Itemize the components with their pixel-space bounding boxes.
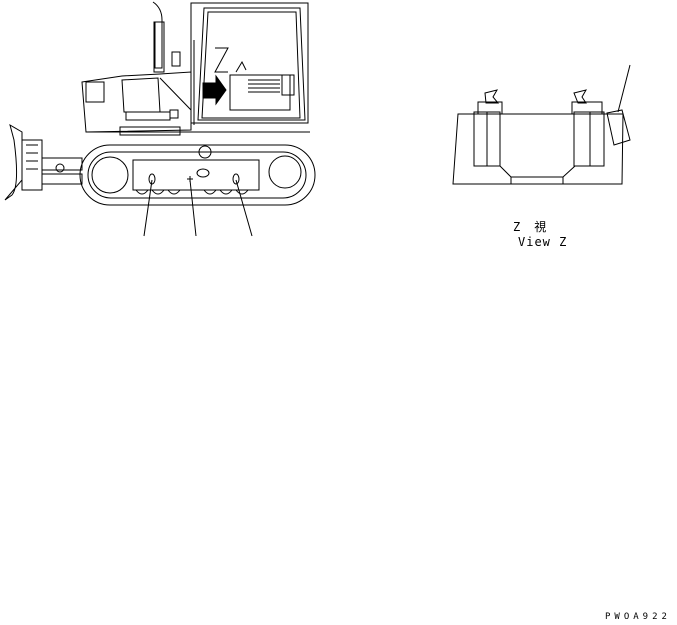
view-z-marker [214,47,229,73]
bulldozer-side-view [4,1,316,237]
callout-line-2 [189,179,197,237]
view-title-en: View Z [518,235,568,249]
view-arrow [202,74,227,106]
bottle-right [573,111,605,167]
tag-label [606,109,631,146]
callout-line-1 [143,179,153,237]
drawing-code: PWOA922 [605,612,671,622]
view-z-detail [452,64,631,185]
callout-line-3 [235,179,253,237]
callout-line-4 [617,64,631,113]
view-title-jp: Z 視 [513,220,548,234]
